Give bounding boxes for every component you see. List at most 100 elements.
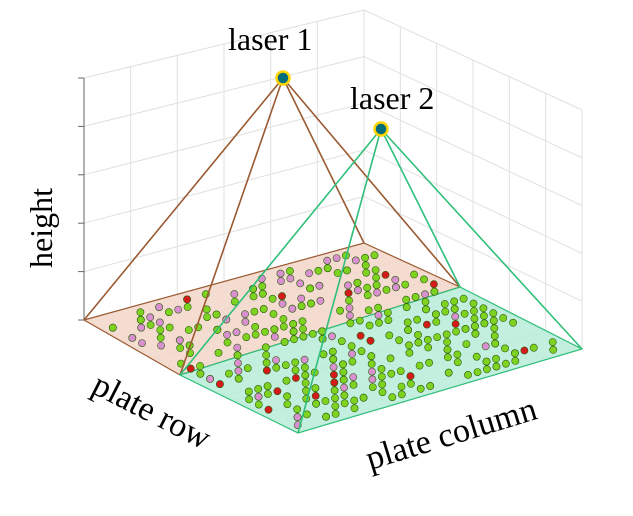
height-axis-label: height [23,188,59,268]
plate-point [223,338,232,347]
plate-point [362,268,371,277]
plate-point [414,330,422,339]
plate-point [501,344,509,353]
plate-point [370,251,379,260]
plate-point [298,317,307,326]
plate-point [138,339,146,347]
plate-point [391,283,400,292]
beam-line [282,77,461,288]
plate-point [262,351,271,359]
plate-point [511,349,519,358]
plate-point [282,376,291,385]
plate-point [345,311,354,320]
plate-point [264,405,273,414]
plate-point [357,347,366,356]
grid-line [363,102,583,207]
plate-point [405,348,414,357]
plate-point [184,326,193,334]
plate-point [297,302,306,310]
plate-point [340,391,349,400]
plate-point [233,343,242,352]
plate-point [289,320,298,328]
plate-point [366,336,375,345]
plate-point [364,306,373,315]
plate-point [263,390,272,398]
plate-point [323,256,332,265]
plate-point [450,297,459,306]
plate-point [520,346,529,355]
plate-point [460,309,469,318]
plate-point [305,269,313,278]
plate-point [480,319,489,328]
laser1-label: laser 1 [228,21,312,57]
plate-point [278,292,286,301]
plate-point [461,324,470,333]
plate-point [299,332,308,341]
plate-point [272,356,280,364]
plate-point [137,323,146,332]
plate-point [321,397,330,405]
plate-point [269,310,278,318]
plate-point [426,382,435,390]
plate-point [351,256,360,265]
plate-point [397,382,406,391]
beam-line [282,77,365,244]
plate-point [361,253,369,262]
plate-point [339,360,347,369]
plate-point [374,311,383,320]
plate-point [215,380,224,388]
plate-point [314,266,323,275]
plate-point [156,333,165,342]
plate-point [442,330,451,339]
plate-point [344,289,353,297]
plate-point [272,363,281,372]
plate-point [234,374,243,383]
plate-point [176,344,185,352]
plate-point [331,394,339,403]
plate-point [429,280,438,289]
plate-point [355,316,364,325]
plate-point [359,393,368,402]
plate-point [415,361,424,370]
plate-point [459,294,468,303]
plate-point [273,387,282,396]
plate-point [365,321,374,330]
plate-point [259,305,268,313]
plate-point [416,384,425,393]
plate-point [346,319,355,328]
plate-point [347,342,356,351]
plate-point [348,357,357,366]
plate-point [183,295,191,304]
plate-point [340,399,349,408]
laser1-beam-lines [83,77,461,376]
plate-point [353,278,362,287]
plate-point [300,363,309,372]
plate-point [262,366,271,375]
plate-point [332,254,341,262]
plate-point [339,368,348,376]
plate-point [430,287,439,296]
plate-point [479,304,488,313]
plate-point [186,364,195,373]
plate-point [549,345,558,354]
plate-point [293,413,302,422]
plate-point [242,333,251,342]
plate-point [377,372,386,381]
plate-point [424,343,433,352]
plate-point [482,365,491,374]
plate-point [444,368,453,377]
plate-point [249,292,258,301]
plate-point [343,266,351,275]
plate-point [383,308,392,317]
plate-point [241,317,250,326]
plate-point [453,350,462,359]
plate-point [331,402,340,410]
plate-point [511,356,520,365]
plate-point [350,396,359,405]
plate-point [261,343,270,352]
plate-point [377,364,386,373]
plate-point [196,369,205,378]
plate-point [422,320,431,329]
plate-point [350,404,359,413]
beam-line [83,77,284,321]
